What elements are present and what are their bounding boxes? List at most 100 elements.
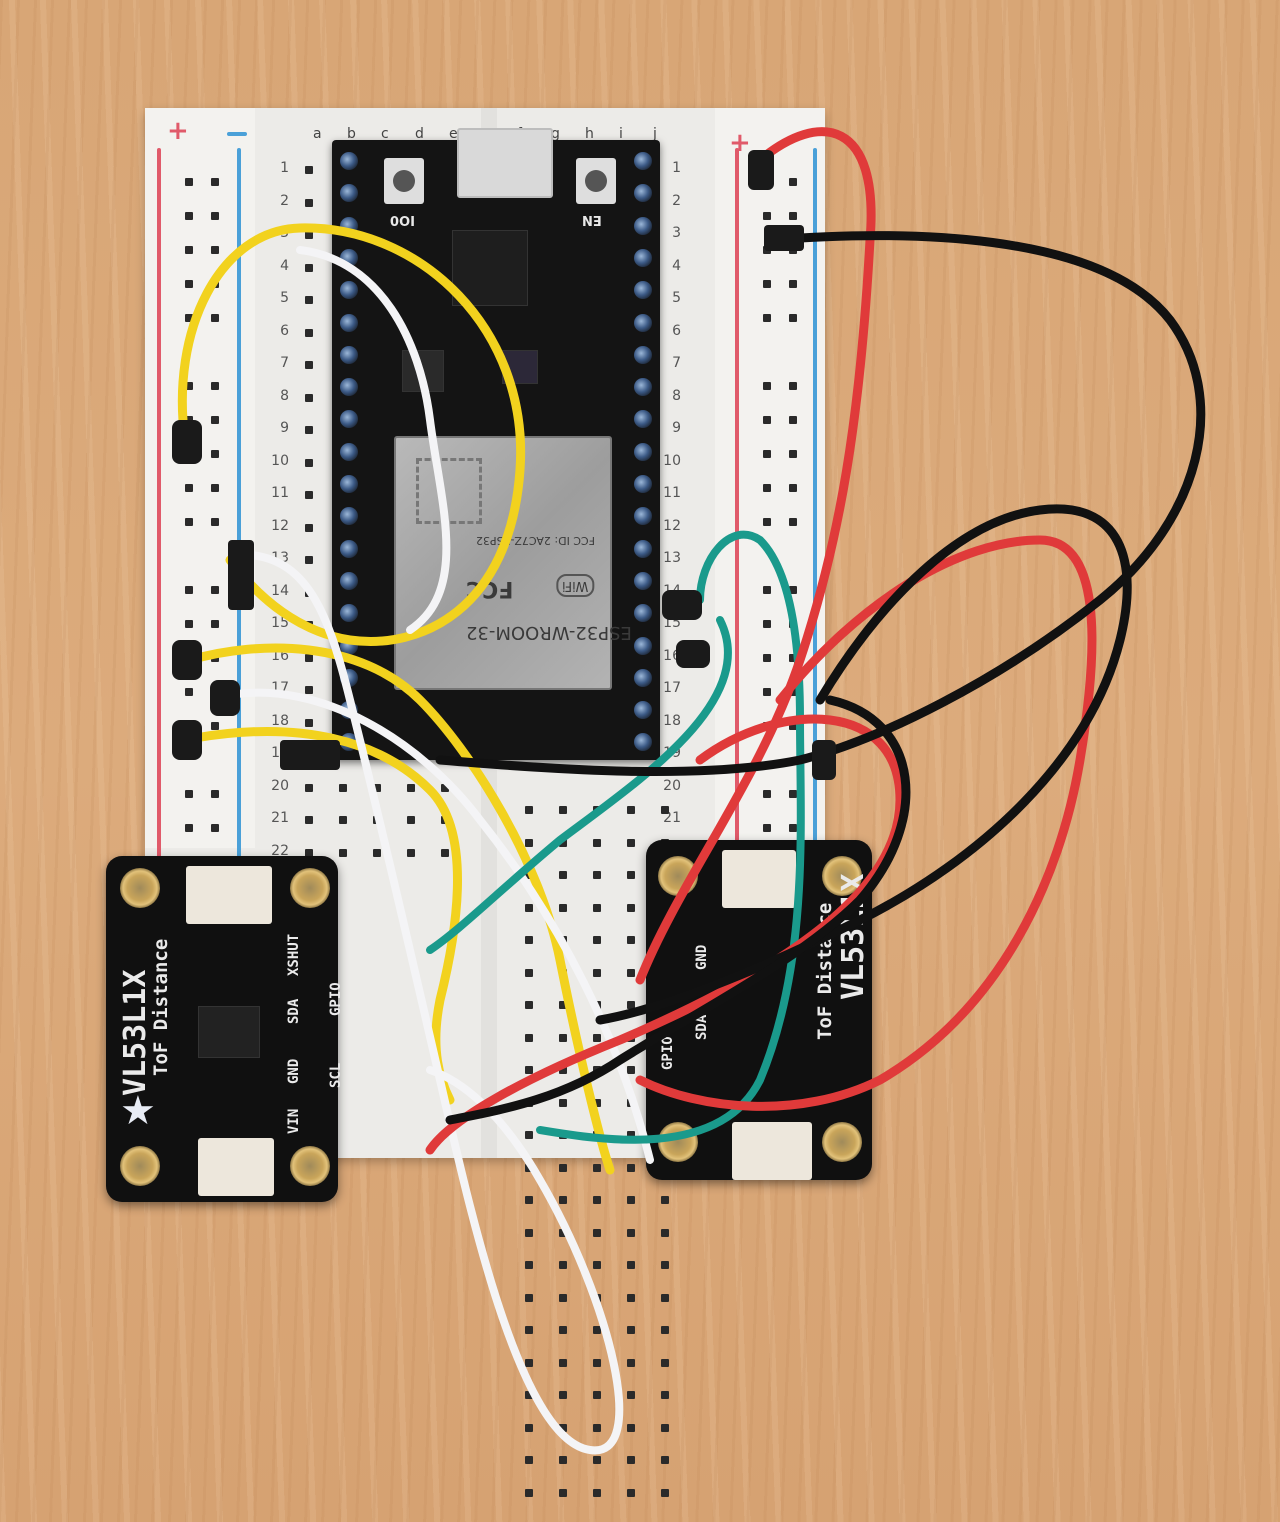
minus-rail-line bbox=[813, 148, 817, 868]
wire-yellow[interactable] bbox=[190, 727, 462, 1105]
header-pin bbox=[340, 281, 358, 300]
row-number: 18 bbox=[271, 712, 289, 729]
minus-rail-symbol bbox=[227, 132, 247, 136]
terminal-hole bbox=[525, 1001, 533, 1009]
row-number: 18 bbox=[663, 712, 681, 729]
wire-teal[interactable] bbox=[536, 530, 805, 1144]
micro-usb-port[interactable] bbox=[457, 128, 553, 198]
terminal-hole bbox=[305, 231, 313, 239]
rail-hole bbox=[789, 722, 797, 730]
terminal-hole bbox=[559, 1098, 567, 1107]
terminal-hole bbox=[627, 1488, 635, 1497]
wire-teal[interactable] bbox=[426, 616, 732, 954]
header-pin bbox=[634, 152, 652, 170]
wire-red[interactable] bbox=[635, 535, 1097, 1111]
wire-white[interactable] bbox=[296, 246, 451, 634]
header-pin bbox=[634, 216, 652, 235]
wire-white[interactable] bbox=[246, 551, 624, 1455]
rail-hole bbox=[185, 178, 193, 186]
terminal-hole bbox=[661, 1228, 669, 1237]
terminal-hole bbox=[525, 1456, 533, 1464]
mounting-hole bbox=[822, 1122, 862, 1162]
terminal-hole bbox=[305, 523, 313, 532]
rail-hole bbox=[763, 280, 771, 288]
rail-hole bbox=[763, 416, 771, 424]
row-number: 12 bbox=[663, 517, 681, 534]
header-pin bbox=[340, 345, 358, 364]
terminal-hole bbox=[305, 458, 313, 467]
terminal-hole bbox=[559, 806, 567, 814]
terminal-hole bbox=[305, 491, 313, 499]
terminal-hole bbox=[339, 783, 347, 792]
wire-red[interactable] bbox=[635, 127, 876, 985]
wire-white[interactable] bbox=[226, 688, 654, 1164]
terminal-hole bbox=[305, 426, 313, 434]
terminal-hole bbox=[559, 1391, 567, 1399]
wire-connectors bbox=[172, 150, 836, 780]
terminal-hole bbox=[593, 1326, 601, 1334]
terminal-hole bbox=[627, 838, 635, 847]
terminal-hole bbox=[593, 968, 601, 977]
wire-yellow[interactable] bbox=[177, 223, 526, 646]
terminal-hole bbox=[559, 1293, 567, 1302]
column-letter: a bbox=[313, 126, 322, 142]
rail-hole bbox=[763, 790, 771, 798]
stemma-qt-connector[interactable] bbox=[722, 850, 796, 908]
mounting-hole bbox=[290, 868, 330, 908]
terminal-hole bbox=[661, 1326, 669, 1334]
rail-hole bbox=[185, 484, 193, 492]
row-number: 3 bbox=[672, 225, 681, 241]
row-number: 2 bbox=[280, 192, 289, 209]
terminal-hole bbox=[525, 1326, 533, 1334]
enable-button[interactable] bbox=[576, 158, 616, 204]
terminal-hole bbox=[305, 686, 313, 694]
rail-hole bbox=[763, 824, 771, 832]
column-letter: e bbox=[449, 126, 458, 142]
terminal-hole bbox=[305, 718, 313, 727]
rail-hole bbox=[763, 484, 771, 492]
terminal-hole bbox=[627, 903, 635, 912]
rail-hole bbox=[211, 620, 219, 628]
terminal-hole bbox=[593, 1488, 601, 1497]
terminal-hole bbox=[661, 1456, 669, 1464]
stemma-qt-connector[interactable] bbox=[186, 866, 272, 924]
esp32-wroom-module: FCC ID: 2AC7Z-ESP32 FCC WiFi ESP32-WROOM… bbox=[394, 436, 632, 690]
terminal-hole bbox=[593, 903, 601, 912]
header-pin bbox=[634, 539, 652, 558]
boot-button[interactable] bbox=[384, 158, 424, 204]
terminal-hole bbox=[305, 556, 313, 564]
wire-black[interactable] bbox=[445, 695, 911, 1125]
terminal-hole bbox=[305, 816, 313, 824]
usb-uart-chip bbox=[452, 230, 528, 306]
terminal-hole bbox=[525, 1358, 533, 1367]
wire-black[interactable] bbox=[435, 231, 1206, 777]
terminal-hole bbox=[559, 1423, 567, 1432]
column-letter: c bbox=[381, 126, 389, 142]
terminal-hole bbox=[627, 1391, 635, 1399]
wire-red[interactable] bbox=[425, 714, 905, 1155]
terminal-hole bbox=[525, 968, 533, 977]
stemma-qt-connector[interactable] bbox=[732, 1122, 812, 1180]
rail-hole bbox=[185, 314, 193, 322]
rail-hole bbox=[185, 280, 193, 288]
header-pin bbox=[634, 313, 652, 332]
header-pin bbox=[634, 475, 652, 493]
terminal-hole bbox=[627, 1196, 635, 1204]
rail-hole bbox=[185, 824, 193, 832]
terminal-hole bbox=[593, 1358, 601, 1367]
terminal-hole bbox=[593, 936, 601, 944]
wire-black[interactable] bbox=[595, 504, 1132, 1025]
terminal-hole bbox=[339, 848, 347, 857]
adafruit-star-logo: ★ bbox=[120, 1088, 156, 1134]
mounting-hole bbox=[290, 1146, 330, 1186]
terminal-hole bbox=[559, 1261, 567, 1269]
row-number: 12 bbox=[271, 517, 289, 534]
terminal-hole bbox=[525, 1033, 533, 1042]
row-number: 1 bbox=[672, 160, 681, 176]
stemma-qt-connector[interactable] bbox=[198, 1138, 274, 1196]
column-letter: b bbox=[347, 126, 356, 142]
rail-hole bbox=[763, 212, 771, 220]
header-pin bbox=[634, 733, 652, 752]
terminal-hole bbox=[627, 1001, 635, 1009]
rail-hole bbox=[763, 314, 771, 322]
